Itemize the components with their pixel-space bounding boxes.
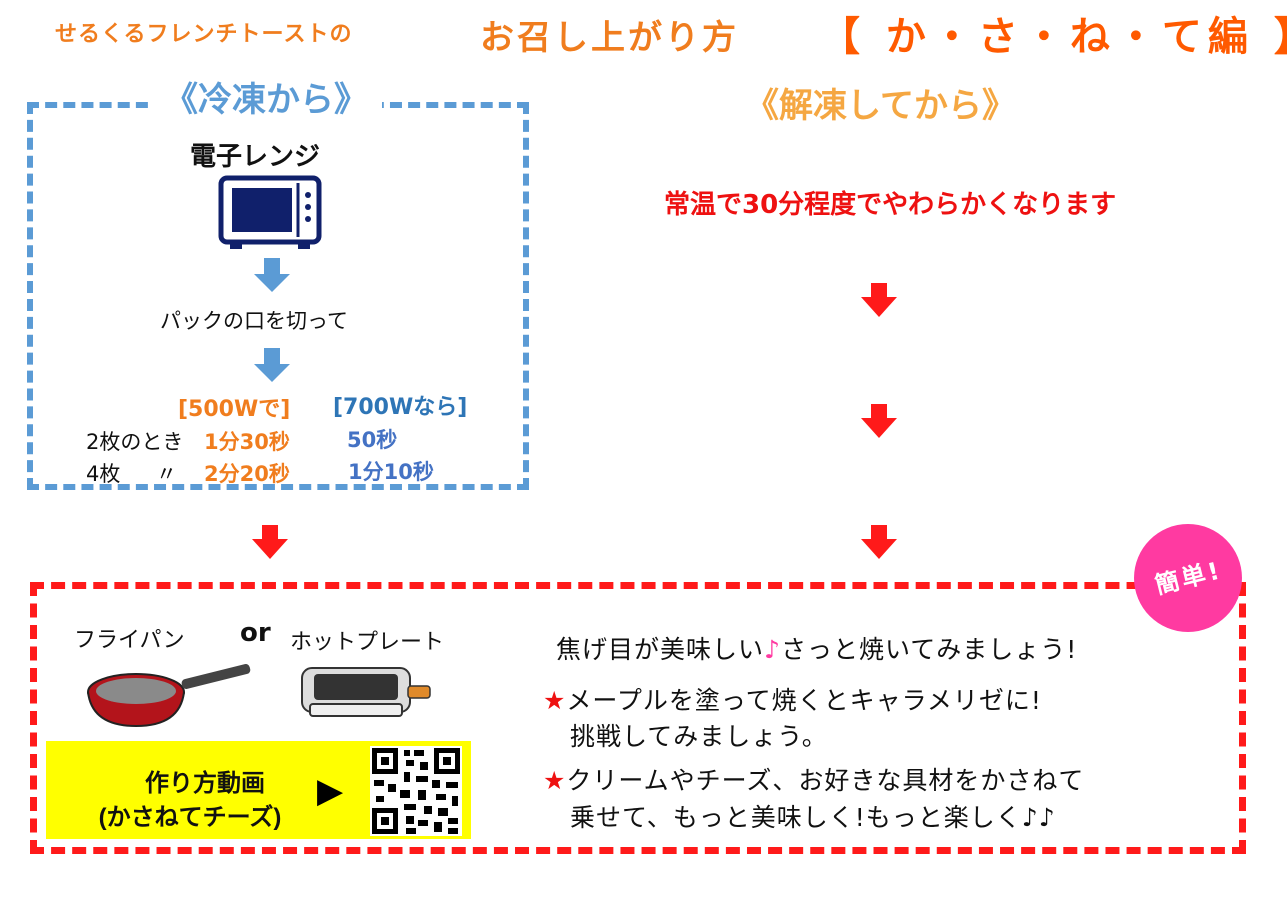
down-arrow-icon (252, 525, 288, 559)
down-arrow-icon (861, 525, 897, 559)
microwave-label: 電子レンジ (190, 142, 321, 172)
header-edition: 【 か・さ・ね・て編 】 (820, 14, 1287, 60)
col-700w-header: [700Wなら] (333, 395, 468, 420)
video-title: 作り方動画 (145, 770, 265, 797)
frying-pan-label: フライパン (74, 628, 185, 653)
room-temp-note: 常温で30分程度でやわらかくなります (664, 190, 1117, 220)
star-icon: ★ (543, 686, 567, 715)
hot-plate-icon (301, 667, 431, 717)
down-arrow-icon (861, 404, 897, 438)
tip-line-2-text: メープルを塗って焼くとキャラメリゼに! (566, 686, 1042, 715)
ditto-mark: 〃 (156, 462, 177, 486)
down-arrow-icon (254, 258, 290, 292)
time-700w-2pcs: 50秒 (347, 428, 398, 452)
thawed-heading: 《解凍してから》 (745, 86, 1016, 126)
easy-badge-text: 簡単! (1152, 556, 1225, 600)
header-subtitle: せるくるフレンチトーストの (55, 22, 353, 47)
hot-plate-label: ホットプレート (290, 630, 445, 655)
tip-line-2: ★メープルを塗って焼くとキャラメリゼに! (543, 681, 1042, 717)
music-note-icon: ♪ (764, 635, 781, 664)
microwave-icon (218, 175, 322, 249)
tip-line-5: 乗せて、もっと美味しく!もっと楽しく♪♪ (570, 803, 1056, 832)
star-icon: ★ (543, 766, 567, 795)
or-label: or (240, 618, 271, 648)
tip-line-3: 挑戦してみましょう。 (570, 722, 828, 751)
down-arrow-icon (861, 283, 897, 317)
tip-line-4-text: クリームやチーズ、お好きな具材をかさねて (566, 766, 1085, 795)
tip-line-1-text: 焦げ目が美味しい (556, 635, 765, 664)
down-arrow-icon (254, 348, 290, 382)
col-500w-header: [500Wで] (178, 397, 291, 422)
time-500w-2pcs: 1分30秒 (204, 430, 290, 454)
play-icon: ▶ (317, 771, 344, 811)
row-label-4pcs: 4枚 (86, 462, 121, 486)
row-label-2pcs: 2枚のとき (86, 430, 184, 454)
frying-pan-icon (87, 664, 251, 728)
tip-line-1: 焦げ目が美味しい♪さっと焼いてみましょう! (556, 630, 1077, 666)
frozen-heading: 《冷凍から》 (150, 72, 382, 121)
time-500w-4pcs: 2分20秒 (204, 462, 290, 486)
tip-line-4: ★クリームやチーズ、お好きな具材をかさねて (543, 761, 1084, 797)
video-subtitle: (かさねてチーズ) (98, 804, 282, 831)
qr-code-icon[interactable] (370, 746, 462, 836)
cooking-section-box (30, 582, 1246, 854)
time-700w-4pcs: 1分10秒 (348, 460, 434, 484)
easy-badge: 簡単! (1134, 524, 1242, 632)
tip-line-1-rest: さっと焼いてみましょう! (780, 635, 1078, 664)
step-open-pack: パックの口を切って (160, 309, 348, 333)
header-title: お召し上がり方 (480, 18, 739, 58)
